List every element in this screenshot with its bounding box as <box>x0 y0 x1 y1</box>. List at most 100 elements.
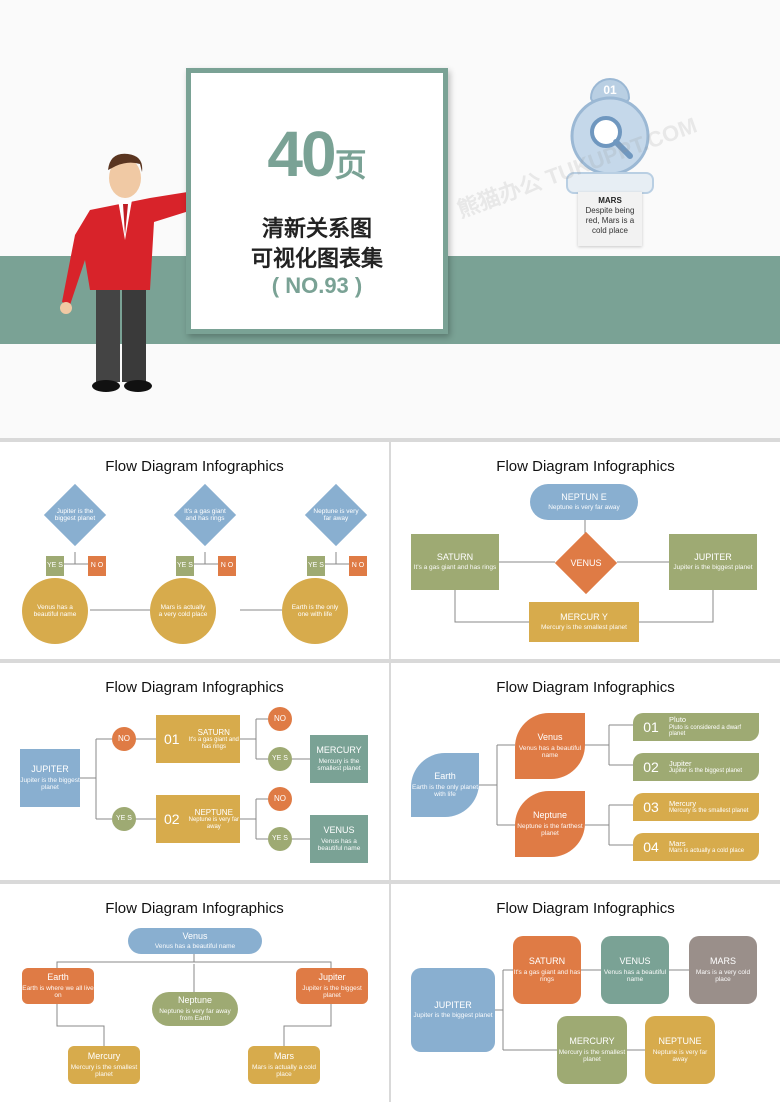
p2-right: JUPITER Jupiter is the biggest planet <box>669 534 757 590</box>
p4-item-2-num: 02 <box>643 759 659 775</box>
cover-title-line2: 可视化图表集 <box>250 247 383 272</box>
p6-connectors <box>495 969 689 1051</box>
cover-card: 40页 清新关系图 可视化图表集 ( NO.93 ) <box>186 68 448 334</box>
p3-b2-sub: Neptune is very far away <box>188 816 239 830</box>
p4-m2-title: Neptune <box>532 810 568 821</box>
magnifier-icon <box>570 96 650 176</box>
p3-b1-num: 01 <box>164 731 180 747</box>
p5-top-sub: Venus has a beautiful name <box>154 943 236 951</box>
p3-r2-sub: Venus has a beautiful name <box>317 837 361 853</box>
p4-connectors <box>479 724 633 846</box>
p4-m2: Neptune Neptune is the farthest planet <box>515 791 585 857</box>
p2-right-title: JUPITER <box>694 552 732 563</box>
p6-root-sub: Jupiter is the biggest planet <box>413 1012 493 1020</box>
p5-center-title: Neptune <box>177 995 213 1006</box>
panel-1: Flow Diagram Infographics Jupiter is the… <box>0 442 389 659</box>
p1-yes-2: YE S <box>176 556 194 576</box>
p6-d-title: MERCURY <box>569 1036 615 1047</box>
p3-b2-title: NEPTUNE <box>194 807 233 817</box>
p1-yes-3: YE S <box>307 556 325 576</box>
p1-yes-1: YE S <box>46 556 64 576</box>
p1-circle-1: Venus has a beautiful name <box>22 578 88 644</box>
badge-title: MARS <box>598 196 622 205</box>
p6-d-sub: Mercury is the smallest planet <box>558 1048 626 1064</box>
p6-b: VENUS Venus has a beautiful name <box>601 936 669 1004</box>
p3-yes-1: YE S <box>112 807 136 831</box>
p4-m2-sub: Neptune is the farthest planet <box>517 822 583 838</box>
p2-left-title: SATURN <box>436 552 474 563</box>
p4-item-4-num: 04 <box>643 839 659 855</box>
p2-bottom-title: MERCUR Y <box>560 612 608 623</box>
p4-m1: Venus Venus has a beautiful name <box>515 713 585 779</box>
p5-bl: Mercury Mercury is the smallest planet <box>68 1046 140 1084</box>
p2-top-title: NEPTUN E <box>561 492 607 503</box>
p2-center-label: VENUS <box>570 557 602 568</box>
cover-count: 40页 <box>191 117 443 191</box>
panel-2: Flow Diagram Infographics NEPTUN E Neptu… <box>391 442 780 659</box>
p5-left-title: Earth <box>47 972 69 983</box>
p4-item-3-num: 03 <box>643 799 659 815</box>
p2-top-sub: Neptune is very far away <box>548 504 620 512</box>
p6-a: SATURN It's a gas giant and has rings <box>513 936 581 1004</box>
badge-text: Despite being red, Mars is a cold place <box>585 206 635 235</box>
p2-right-sub: Jupiter is the biggest planet <box>673 564 753 572</box>
p3-root-sub: Jupiter is the biggest planet <box>20 776 80 792</box>
presenter-figure <box>60 153 250 392</box>
p6-c: MARS Mars is a very cold place <box>689 936 757 1004</box>
p5-bl-sub: Mercury is the smallest planet <box>70 1063 138 1079</box>
panel-title: Flow Diagram Infographics <box>105 458 284 475</box>
panel-6: Flow Diagram Infographics JUPITER Jupite… <box>391 884 780 1102</box>
p6-b-sub: Venus has a beautiful name <box>603 968 667 984</box>
p3-r1-sub: Mercury is the smallest planet <box>317 757 361 773</box>
p1-diamond-3-text: Neptune is very far away <box>313 507 359 522</box>
p5-top-title: Venus <box>182 931 208 942</box>
p4-item-4-title: Mars <box>669 838 686 848</box>
panel-3: Flow Diagram Infographics JUPITER Jupite… <box>0 663 389 880</box>
p5-left: Earth Earth is where we all live on <box>22 968 94 1004</box>
p5-top: Venus Venus has a beautiful name <box>128 928 262 954</box>
panel-title: Flow Diagram Infographics <box>496 900 675 917</box>
p2-left-sub: It's a gas giant and has rings <box>413 564 497 572</box>
p2-bottom-sub: Mercury is the smallest planet <box>541 624 627 632</box>
p3-b1-title: SATURN <box>197 727 230 737</box>
panel-5: Flow Diagram Infographics Venus Venus ha… <box>0 884 389 1102</box>
p3-yes-3: YE S <box>268 827 292 851</box>
p4-item-1-num: 01 <box>643 719 659 735</box>
p6-root-title: JUPITER <box>434 1000 472 1011</box>
p4-item-2-title: Jupiter <box>669 758 692 768</box>
p3-r2-title: VENUS <box>323 825 355 836</box>
p3-root-title: JUPITER <box>31 764 69 775</box>
p3-b2-num: 02 <box>164 811 180 827</box>
p6-c-title: MARS <box>709 956 736 967</box>
p5-right-title: Jupiter <box>318 972 346 983</box>
p4-item-2-sub: Jupiter is the biggest planet <box>669 767 743 774</box>
p4-item-4-sub: Mars is actually a cold place <box>669 847 745 854</box>
panel-title: Flow Diagram Infographics <box>105 679 284 696</box>
p6-e-title: NEPTUNE <box>658 1036 702 1047</box>
p2-left: SATURN It's a gas giant and has rings <box>411 534 499 590</box>
p4-root: Earth Earth is the only planet with life <box>411 753 479 817</box>
p5-br-title: Mars <box>274 1051 294 1062</box>
p3-b1: 01 SATURN It's a gas giant and has rings <box>156 715 240 763</box>
p4-m1-title: Venus <box>537 732 563 743</box>
cover-count-number: 40 <box>267 118 336 190</box>
p5-center-sub: Neptune is very far away from Earth <box>159 1007 231 1023</box>
cover-title-line1: 清新关系图 <box>261 217 372 242</box>
p1-no-2: N O <box>218 556 236 576</box>
p4-m1-sub: Venus has a beautiful name <box>518 744 582 760</box>
p5-right: Jupiter Jupiter is the biggest planet <box>296 968 368 1004</box>
panel-title: Flow Diagram Infographics <box>496 679 675 696</box>
p3-r1-title: MERCURY <box>316 745 362 756</box>
p3-connectors <box>80 718 310 840</box>
cover-count-unit: 页 <box>334 147 367 183</box>
p6-a-title: SATURN <box>528 956 566 967</box>
panel-title: Flow Diagram Infographics <box>496 458 675 475</box>
p3-r1: MERCURY Mercury is the smallest planet <box>310 735 368 783</box>
p3-no-2: NO <box>268 707 292 731</box>
p1-no-3: N O <box>349 556 367 576</box>
p6-d: MERCURY Mercury is the smallest planet <box>557 1016 627 1084</box>
